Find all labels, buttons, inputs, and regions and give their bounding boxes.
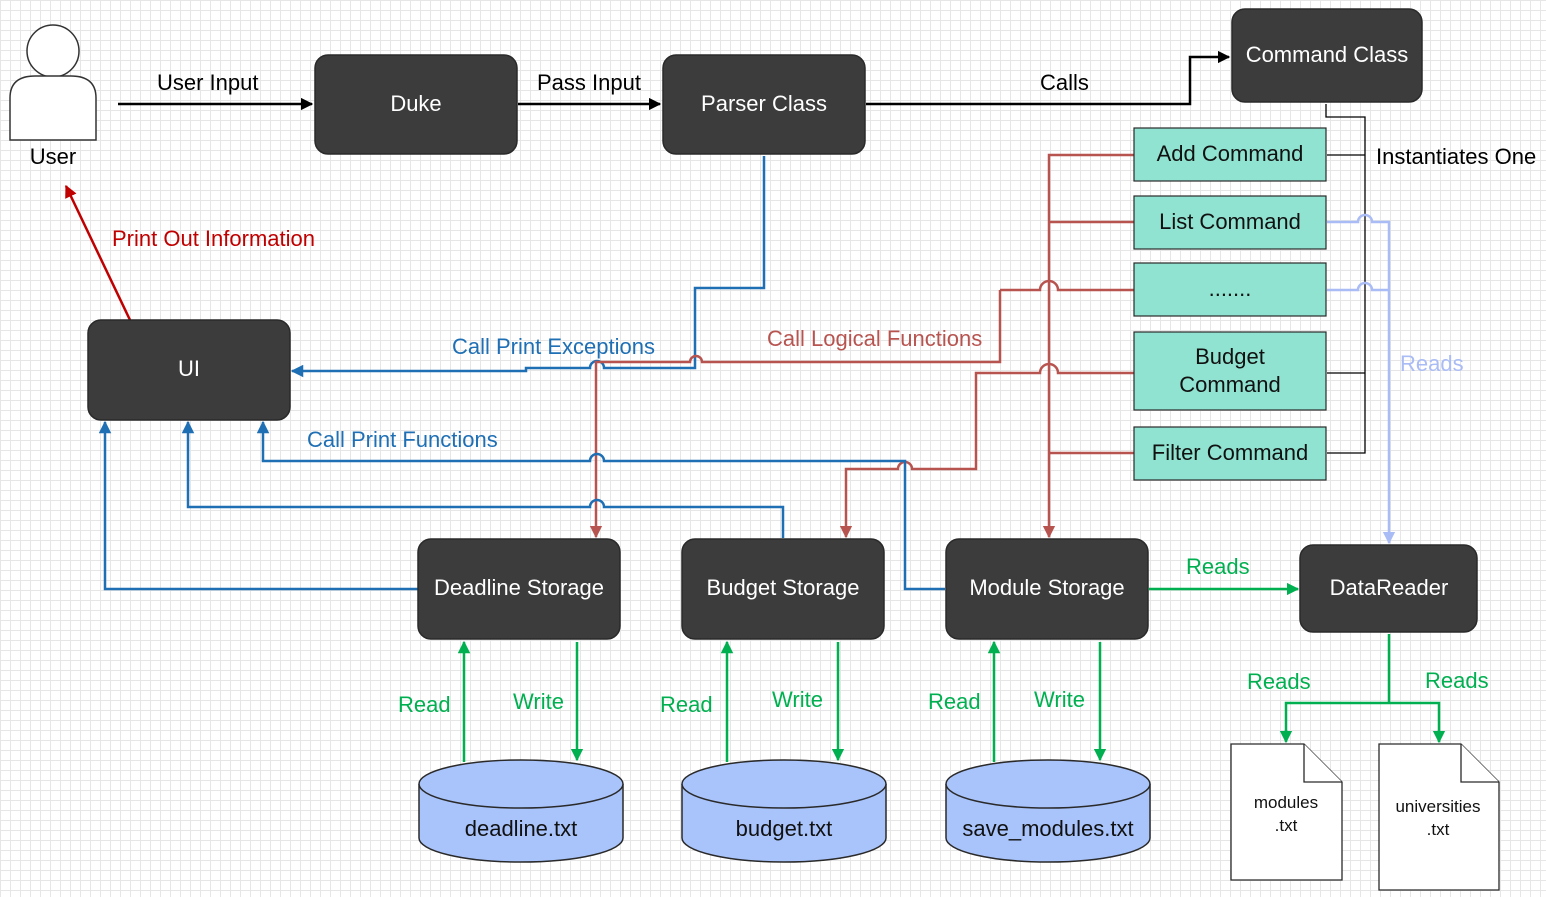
ellipsis-command-label: ....... — [1209, 276, 1252, 301]
deadline-file-label: deadline.txt — [465, 816, 578, 841]
edge-commands-bus — [1000, 279, 1134, 292]
budget-command-label-line2: Command — [1179, 372, 1280, 397]
label-reads-modules-file: Reads — [1247, 669, 1311, 694]
module-storage-label: Module Storage — [969, 575, 1124, 600]
user-label: User — [30, 144, 76, 169]
modules-doc-line1: modules — [1254, 793, 1318, 812]
label-read-budget: Read — [660, 692, 713, 717]
edge-command-instantiates — [1325, 104, 1366, 454]
edge-commands-to-deadline-storage — [589, 290, 1002, 539]
label-reads-module-to-datareader: Reads — [1186, 554, 1250, 579]
universities-doc-line2: .txt — [1427, 820, 1450, 839]
parser-class-node: Parser Class — [662, 54, 866, 155]
modules-txt-document: modules .txt — [1230, 743, 1343, 881]
label-write-deadline: Write — [513, 689, 564, 714]
datareader-label: DataReader — [1330, 575, 1449, 600]
list-command-label: List Command — [1159, 209, 1301, 234]
filter-command-label: Filter Command — [1152, 440, 1308, 465]
list-command-node: List Command — [1133, 195, 1327, 250]
budget-file-cylinder: budget.txt — [681, 759, 887, 863]
label-user-input: User Input — [157, 70, 259, 95]
module-storage-node: Module Storage — [945, 538, 1149, 640]
edge-commands-to-datareader — [1327, 213, 1396, 545]
duke-label: Duke — [390, 91, 441, 116]
user-actor: User — [9, 24, 97, 169]
budget-storage-label: Budget Storage — [707, 575, 860, 600]
label-reads-universities-file: Reads — [1425, 668, 1489, 693]
edge-parser-to-command — [866, 50, 1231, 106]
edge-budget-storage-to-ui — [181, 420, 785, 538]
label-reads-light: Reads — [1400, 351, 1464, 376]
label-call-print-exceptions: Call Print Exceptions — [452, 334, 655, 359]
universities-txt-document: universities .txt — [1378, 743, 1500, 891]
edge-module-storage-to-ui — [256, 420, 945, 591]
command-class-label: Command Class — [1246, 42, 1409, 67]
label-print-out-information: Print Out Information — [112, 226, 315, 251]
edge-deadline-storage-to-ui — [98, 420, 418, 591]
deadline-file-cylinder: deadline.txt — [418, 759, 624, 863]
modules-save-file-label: save_modules.txt — [962, 816, 1133, 841]
add-command-node: Add Command — [1133, 127, 1327, 182]
ui-label: UI — [178, 356, 200, 381]
ui-node: UI — [87, 319, 291, 421]
budget-file-label: budget.txt — [736, 816, 833, 841]
edge-commands-to-module-storage — [1042, 153, 1134, 539]
label-read-deadline: Read — [398, 692, 451, 717]
edge-commands-to-budget-storage — [839, 362, 1134, 539]
label-call-logical-functions: Call Logical Functions — [767, 326, 982, 351]
label-call-print-functions: Call Print Functions — [307, 427, 498, 452]
label-instantiates-one: Instantiates One — [1376, 144, 1536, 169]
modules-save-file-cylinder: save_modules.txt — [945, 759, 1151, 863]
add-command-label: Add Command — [1157, 141, 1304, 166]
budget-command-label-line1: Budget — [1195, 344, 1265, 369]
budget-command-node: Budget Command — [1133, 331, 1327, 411]
deadline-storage-label: Deadline Storage — [434, 575, 604, 600]
label-calls: Calls — [1040, 70, 1089, 95]
label-write-modules: Write — [1034, 687, 1085, 712]
modules-doc-line2: .txt — [1275, 816, 1298, 835]
label-pass-input: Pass Input — [537, 70, 641, 95]
universities-doc-line1: universities — [1395, 797, 1480, 816]
edge-ellipsis-to-datareader — [1327, 281, 1389, 292]
deadline-storage-node: Deadline Storage — [417, 538, 621, 640]
budget-storage-node: Budget Storage — [681, 538, 885, 640]
label-read-modules: Read — [928, 689, 981, 714]
parser-class-label: Parser Class — [701, 91, 827, 116]
command-class-node: Command Class — [1231, 8, 1423, 103]
datareader-node: DataReader — [1299, 544, 1478, 633]
duke-node: Duke — [314, 54, 518, 155]
edge-datareader-to-files — [1284, 634, 1441, 741]
edge-ui-to-user — [64, 184, 132, 321]
label-write-budget: Write — [772, 687, 823, 712]
user-icon — [9, 24, 97, 141]
filter-command-node: Filter Command — [1133, 426, 1327, 481]
ellipsis-command-node: ....... — [1133, 262, 1327, 317]
